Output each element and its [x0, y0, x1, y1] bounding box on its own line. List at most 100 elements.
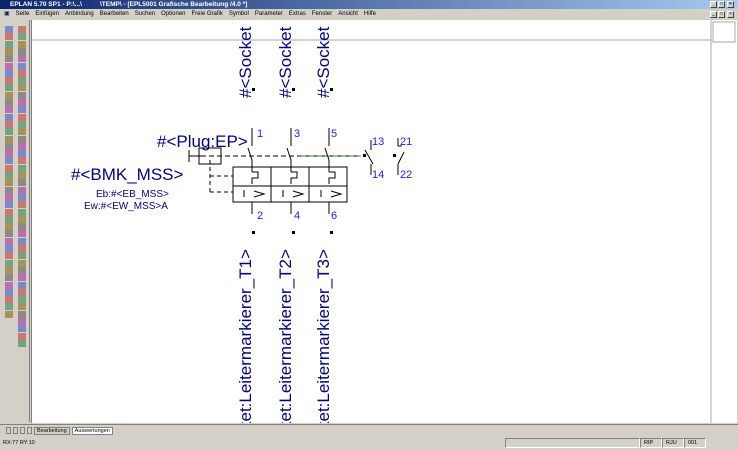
toolbar-tool-icon[interactable]: [5, 150, 13, 158]
toolbar-tool-icon[interactable]: [18, 120, 26, 128]
drawing-canvas[interactable]: #<Socket #<Socket #<Socket ket:Leitermar…: [31, 20, 737, 423]
toolbar-tool-icon[interactable]: [18, 47, 26, 55]
menu-hilfe[interactable]: Hilfe: [363, 11, 376, 17]
menu-bearbeiten[interactable]: Bearbeiten: [99, 11, 129, 17]
toolbar-tool-icon[interactable]: [18, 62, 26, 70]
menu-optionen[interactable]: Optionen: [161, 11, 186, 17]
menu-symbol[interactable]: Symbol: [228, 11, 249, 17]
minimize-button[interactable]: _: [710, 1, 717, 8]
toolbar-tool-icon[interactable]: [18, 296, 26, 304]
toolbar-tool-icon[interactable]: [5, 106, 13, 114]
toolbar-tool-icon[interactable]: [5, 157, 13, 165]
toolbar-tool-icon[interactable]: [5, 120, 13, 128]
menu-extras[interactable]: Extras: [288, 11, 306, 17]
toolbar-tool-icon[interactable]: [5, 310, 13, 318]
tab-nav-last[interactable]: [27, 427, 32, 434]
toolbar-tool-icon[interactable]: [18, 84, 26, 92]
toolbar-tool-icon[interactable]: [18, 223, 26, 231]
toolbar-tool-icon[interactable]: [5, 40, 13, 48]
toolbar-tool-icon[interactable]: [18, 237, 26, 245]
toolbar-tool-icon[interactable]: [18, 288, 26, 296]
toolbar-tool-icon[interactable]: [5, 303, 13, 311]
toolbar-tool-icon[interactable]: [5, 230, 13, 238]
toolbar-tool-icon[interactable]: [5, 186, 13, 194]
doc-restore-button[interactable]: □: [718, 11, 725, 18]
toolbar-tool-icon[interactable]: [18, 215, 26, 223]
menu-fenster[interactable]: Fenster: [311, 11, 333, 17]
toolbar-tool-icon[interactable]: [18, 55, 26, 63]
toolbar-tool-icon[interactable]: [18, 99, 26, 106]
toolbar-tool-icon[interactable]: [18, 33, 26, 41]
toolbar-tool-icon[interactable]: [5, 208, 13, 216]
toolbar-tool-icon[interactable]: [5, 266, 13, 274]
toolbar-tool-icon[interactable]: [5, 259, 13, 267]
toolbar-tool-icon[interactable]: [5, 55, 13, 63]
toolbar-tool-icon[interactable]: [5, 26, 13, 33]
toolbar-tool-icon[interactable]: [5, 99, 13, 106]
menu-ansicht[interactable]: Ansicht: [338, 11, 358, 17]
toolbar-tool-icon[interactable]: [5, 77, 13, 85]
toolbar-tool-icon[interactable]: [5, 91, 13, 99]
toolbar-tool-icon[interactable]: [5, 245, 13, 252]
toolbar-tool-icon[interactable]: [5, 215, 13, 223]
toolbar-tool-icon[interactable]: [5, 33, 13, 41]
toolbar-tool-icon[interactable]: [18, 142, 26, 150]
toolbar-tool-icon[interactable]: [5, 252, 13, 260]
toolbar-tool-icon[interactable]: [18, 303, 26, 311]
toolbar-tool-icon[interactable]: [18, 91, 26, 99]
toolbar-tool-icon[interactable]: [18, 201, 26, 209]
toolbar-tool-icon[interactable]: [5, 281, 13, 289]
toolbar-tool-icon[interactable]: [5, 128, 13, 136]
toolbar-tool-icon[interactable]: [5, 47, 13, 55]
toolbar-tool-icon[interactable]: [5, 223, 13, 231]
toolbar-tool-icon[interactable]: [5, 164, 13, 172]
toolbar-tool-icon[interactable]: [18, 106, 26, 114]
tab-nav-prev[interactable]: [13, 427, 18, 434]
toolbar-tool-icon[interactable]: [18, 26, 26, 33]
toolbar-tool-icon[interactable]: [18, 208, 26, 216]
toolbar-tool-icon[interactable]: [18, 69, 26, 77]
toolbar-tool-icon[interactable]: [18, 245, 26, 252]
toolbar-tool-icon[interactable]: [18, 281, 26, 289]
toolbar-tool-icon[interactable]: [5, 274, 13, 282]
toolbar-tool-icon[interactable]: [18, 113, 26, 121]
toolbar-tool-icon[interactable]: [18, 339, 26, 347]
tab-nav-next[interactable]: [20, 427, 25, 434]
toolbar-tool-icon[interactable]: [18, 310, 26, 318]
toolbar-tool-icon[interactable]: [5, 193, 13, 201]
toolbar-tool-icon[interactable]: [18, 318, 26, 325]
toolbar-tool-icon[interactable]: [18, 193, 26, 201]
menu-anbindung[interactable]: Anbindung: [65, 11, 94, 17]
toolbar-tool-icon[interactable]: [5, 69, 13, 77]
tab-bearbeitung[interactable]: Bearbeitung: [34, 426, 70, 435]
toolbar-tool-icon[interactable]: [18, 230, 26, 238]
toolbar-tool-icon[interactable]: [18, 172, 26, 179]
toolbar-tool-icon[interactable]: [5, 84, 13, 92]
toolbar-tool-icon[interactable]: [5, 113, 13, 121]
toolbar-tool-icon[interactable]: [18, 186, 26, 194]
close-button[interactable]: ×: [727, 1, 734, 8]
maximize-button[interactable]: □: [718, 1, 725, 8]
toolbar-tool-icon[interactable]: [18, 259, 26, 267]
toolbar-tool-icon[interactable]: [5, 172, 13, 179]
menu-einfuegen[interactable]: Einfügen: [35, 11, 60, 17]
toolbar-tool-icon[interactable]: [18, 150, 26, 158]
toolbar-tool-icon[interactable]: [18, 252, 26, 260]
tab-auswertungen[interactable]: Auswertungen: [71, 426, 113, 435]
menu-suchen[interactable]: Suchen: [134, 11, 156, 17]
toolbar-tool-icon[interactable]: [18, 77, 26, 85]
menu-freie-grafik[interactable]: Freie Grafik: [191, 11, 223, 17]
toolbar-tool-icon[interactable]: [18, 332, 26, 340]
toolbar-tool-icon[interactable]: [5, 179, 13, 187]
menu-parameter[interactable]: Parameter: [254, 11, 283, 17]
toolbar-tool-icon[interactable]: [18, 274, 26, 282]
toolbar-tool-icon[interactable]: [18, 135, 26, 143]
toolbar-tool-icon[interactable]: [18, 266, 26, 274]
menu-app-icon[interactable]: ▣: [4, 11, 10, 17]
toolbar-tool-icon[interactable]: [5, 296, 13, 304]
toolbar-tool-icon[interactable]: [18, 157, 26, 165]
toolbar-tool-icon[interactable]: [18, 325, 26, 333]
toolbar-tool-icon[interactable]: [18, 128, 26, 136]
toolbar-tool-icon[interactable]: [18, 164, 26, 172]
doc-close-button[interactable]: ×: [727, 11, 734, 18]
